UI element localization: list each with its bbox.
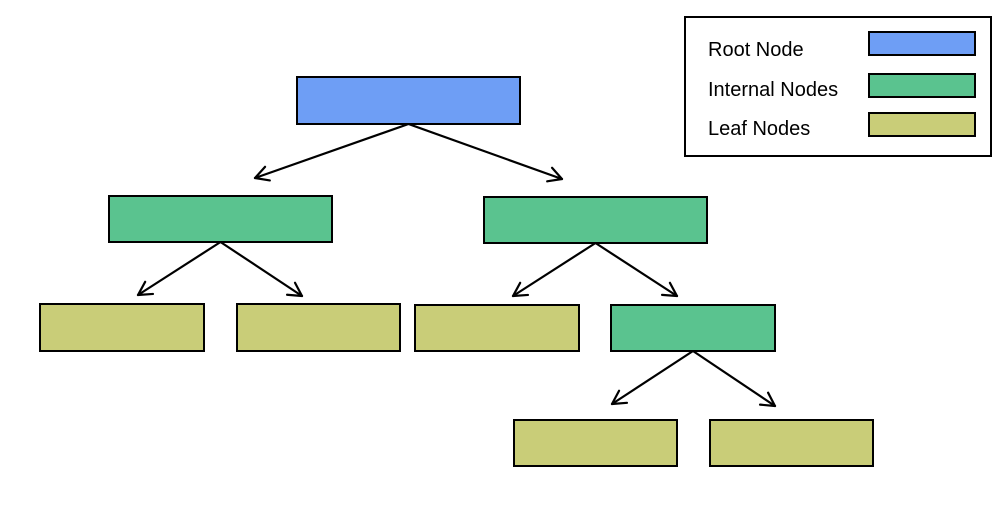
arrowhead-n6-n7 bbox=[610, 389, 629, 406]
internal-node bbox=[108, 195, 333, 243]
legend-label-leaf: Leaf Nodes bbox=[708, 118, 810, 140]
legend-swatch-root bbox=[868, 31, 976, 56]
arrowhead-n1-n3 bbox=[136, 280, 155, 297]
edge-n1-n4 bbox=[219, 240, 304, 298]
legend-swatch-leaf bbox=[868, 112, 976, 137]
legend-swatch-internal bbox=[868, 73, 976, 98]
arrowhead-n1-n4 bbox=[285, 281, 304, 298]
edge-n0-n2 bbox=[407, 122, 564, 181]
legend-label-internal: Internal Nodes bbox=[708, 79, 838, 101]
edge-n2-n5 bbox=[511, 241, 597, 298]
arrowhead-n2-n6 bbox=[660, 281, 679, 298]
internal-node bbox=[483, 196, 708, 244]
edge-n6-n8 bbox=[691, 349, 777, 408]
arrowhead-n6-n8 bbox=[758, 391, 777, 408]
arrowhead-n2-n5 bbox=[511, 281, 530, 298]
legend: Root Node Internal Nodes Leaf Nodes bbox=[684, 16, 992, 157]
edges-layer bbox=[136, 122, 777, 408]
leaf-node bbox=[414, 304, 580, 352]
edge-n0-n1 bbox=[253, 122, 410, 180]
arrowhead-n0-n2 bbox=[546, 166, 564, 183]
internal-node bbox=[610, 304, 776, 352]
nodes-layer bbox=[39, 76, 874, 467]
edge-n2-n6 bbox=[594, 241, 679, 298]
leaf-node bbox=[236, 303, 401, 352]
root-node bbox=[296, 76, 521, 125]
edge-n6-n7 bbox=[610, 349, 695, 406]
edge-n1-n3 bbox=[136, 240, 222, 297]
leaf-node bbox=[709, 419, 874, 467]
leaf-node bbox=[513, 419, 678, 467]
leaf-node bbox=[39, 303, 205, 352]
arrowhead-n0-n1 bbox=[253, 165, 271, 182]
legend-label-root: Root Node bbox=[708, 39, 804, 61]
